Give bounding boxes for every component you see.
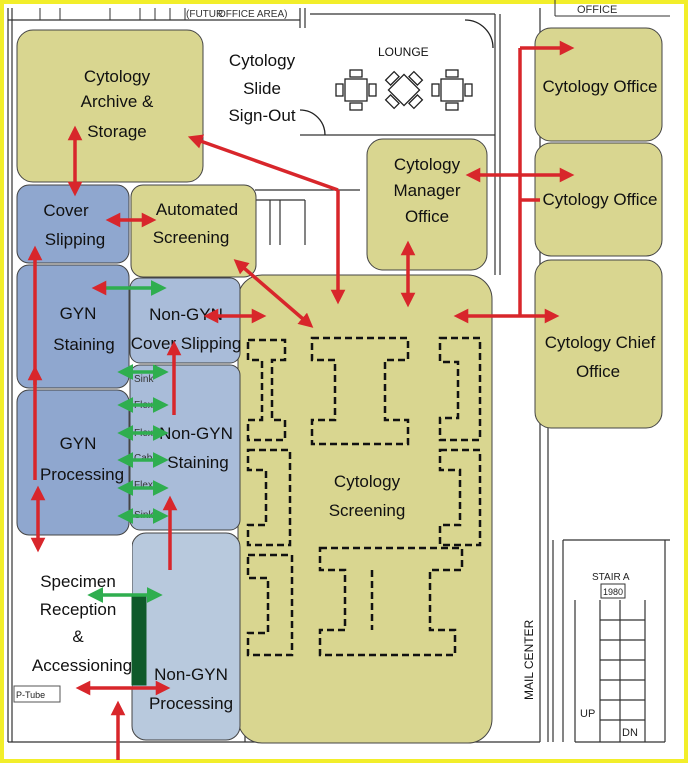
gyn-processing-label-1: GYN: [60, 434, 97, 453]
mail-center-label: MAIL CENTER: [522, 619, 536, 700]
lounge-tables: [299, 19, 494, 136]
manager-label-1: Cytology: [394, 155, 461, 174]
archive-label-3: Storage: [87, 122, 147, 141]
signout-label-3: Sign-Out: [228, 106, 295, 125]
future-office-label: (FUTUR: [186, 9, 223, 20]
dn-label: DN: [622, 727, 638, 739]
green-transfer-arrows: [87, 280, 169, 603]
office1-label: Cytology Office: [543, 77, 658, 96]
ptube-label: P-Tube: [16, 690, 45, 700]
automated-label-1: Automated: [156, 200, 238, 219]
nongyn-staining-label-2: Staining: [167, 453, 228, 472]
specimen-reception-room: [14, 538, 132, 688]
nongyn-staining-label-1: Non-GYN: [159, 424, 233, 443]
up-label: UP: [580, 708, 595, 720]
cover-slipping-label-1: Cover: [43, 201, 89, 220]
chief-label-2: Office: [576, 362, 620, 381]
room-labels: Cytology Archive & Storage Cytology Slid…: [32, 51, 658, 713]
side-station-label: Sink: [134, 374, 154, 385]
chief-label-1: Cytology Chief: [545, 333, 656, 352]
ptube-box: [13, 685, 61, 703]
stair-plate: [600, 583, 626, 599]
specimen-label-3: &: [72, 627, 84, 646]
dark-green-equipment: [131, 594, 147, 686]
nongyn-processing-label-1: Non-GYN: [154, 665, 228, 684]
stair-number: 1980: [603, 587, 623, 597]
gyn-staining-label-2: Staining: [53, 335, 114, 354]
automated-label-2: Screening: [153, 228, 230, 247]
signout-label-2: Slide: [243, 79, 281, 98]
gyn-staining-label-1: GYN: [60, 304, 97, 323]
specimen-label-1: Specimen: [40, 572, 116, 591]
manager-office-room: [366, 138, 488, 271]
stair-label: STAIR A: [592, 572, 630, 583]
office1-room: [534, 27, 663, 142]
gyn-processing-label-2: Processing: [40, 465, 124, 484]
arrow-signout-screening: [187, 134, 339, 192]
signout-label-1: Cytology: [229, 51, 296, 70]
office-top-label: OFFICE: [577, 4, 617, 16]
office2-label: Cytology Office: [543, 190, 658, 209]
chief-office-room: [534, 259, 663, 429]
manager-label-3: Office: [405, 207, 449, 226]
specimen-label-4: Accessioning: [32, 656, 132, 675]
archive-room: [16, 29, 204, 183]
archive-label-1: Cytology: [84, 67, 151, 86]
screening-label-2: Screening: [329, 501, 406, 520]
plan-walls: [7, 8, 670, 743]
archive-label-2: Archive &: [81, 92, 154, 111]
automated-screening-room: [130, 184, 257, 278]
cover-slipping-label-2: Slipping: [45, 230, 106, 249]
nongyn-processing-label-2: Processing: [149, 694, 233, 713]
screening-label-1: Cytology: [334, 472, 401, 491]
nongyn-staining-room: [129, 364, 241, 531]
office-area-label: OFFICE AREA): [218, 9, 287, 20]
screening-workstations: [246, 336, 482, 657]
top-strip: [39, 0, 670, 20]
nongyn-cover-label-2: Cover Slipping: [131, 334, 242, 353]
arrow-automated-screening: [233, 259, 314, 328]
lounge-label: LOUNGE: [378, 45, 429, 59]
specimen-label-2: Reception: [40, 600, 117, 619]
manager-label-2: Manager: [393, 181, 460, 200]
red-workflow-arrows: [27, 40, 575, 760]
